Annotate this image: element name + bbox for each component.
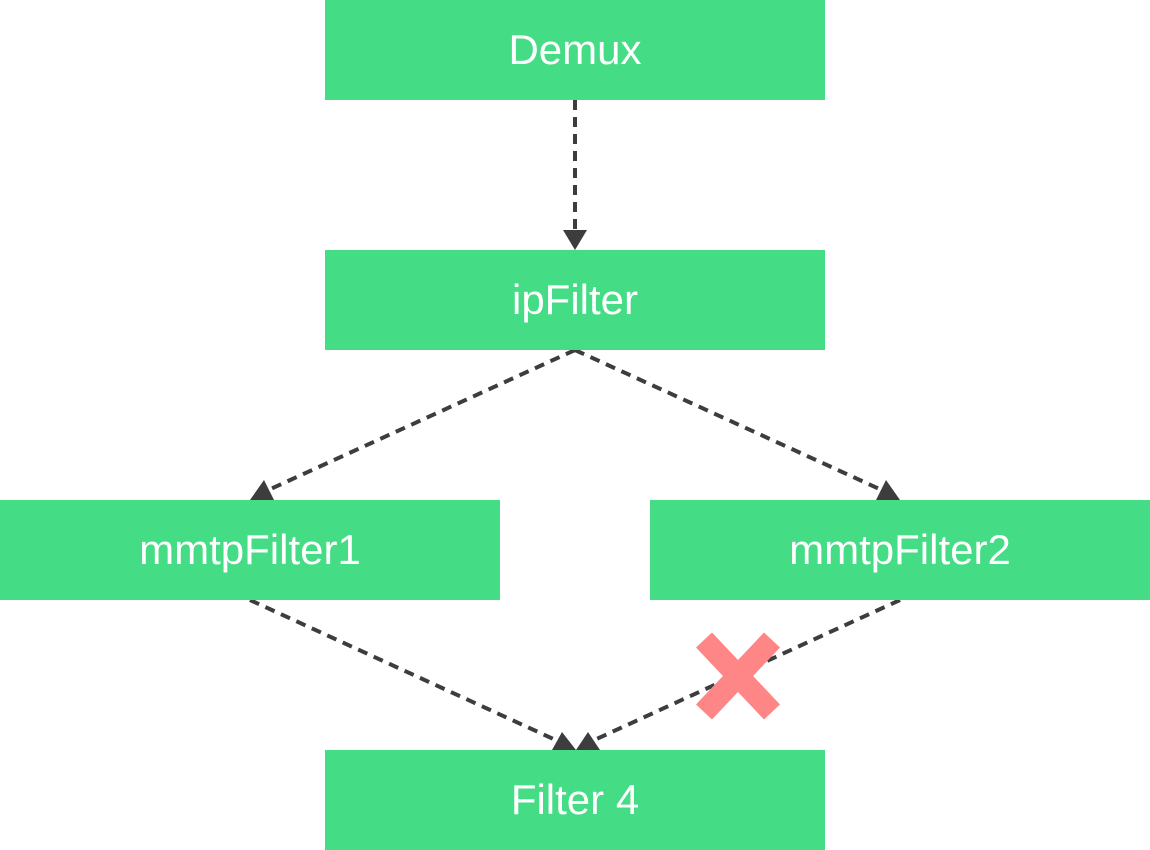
edge-demux-to-ipfilter [563,100,587,250]
node-filter4: Filter 4 [325,750,825,850]
edge-mmtpfilter1-to-filter4 [249,598,576,750]
arrowhead [250,480,274,500]
node-ipfilter: ipFilter [325,250,825,350]
node-demux: Demux [325,0,825,100]
node-mmtpfilter2: mmtpFilter2 [650,500,1150,600]
arrowhead [552,732,576,750]
node-label: Filter 4 [510,776,640,823]
edge-mmtpfilter2-to-filter4 [576,598,901,750]
node-label: Demux [508,26,642,73]
arrowhead [876,480,900,500]
node-label: ipFilter [511,276,639,323]
edge-ipfilter-to-mmtpfilter2 [574,348,900,500]
node-label: mmtpFilter1 [139,526,361,573]
node-label: mmtpFilter2 [789,526,1011,573]
arrowhead [563,230,587,250]
node-mmtpfilter1: mmtpFilter1 [0,500,500,600]
edge-ipfilter-to-mmtpfilter1 [250,348,576,500]
x-mark-icon [696,632,780,720]
arrowhead [576,732,600,750]
